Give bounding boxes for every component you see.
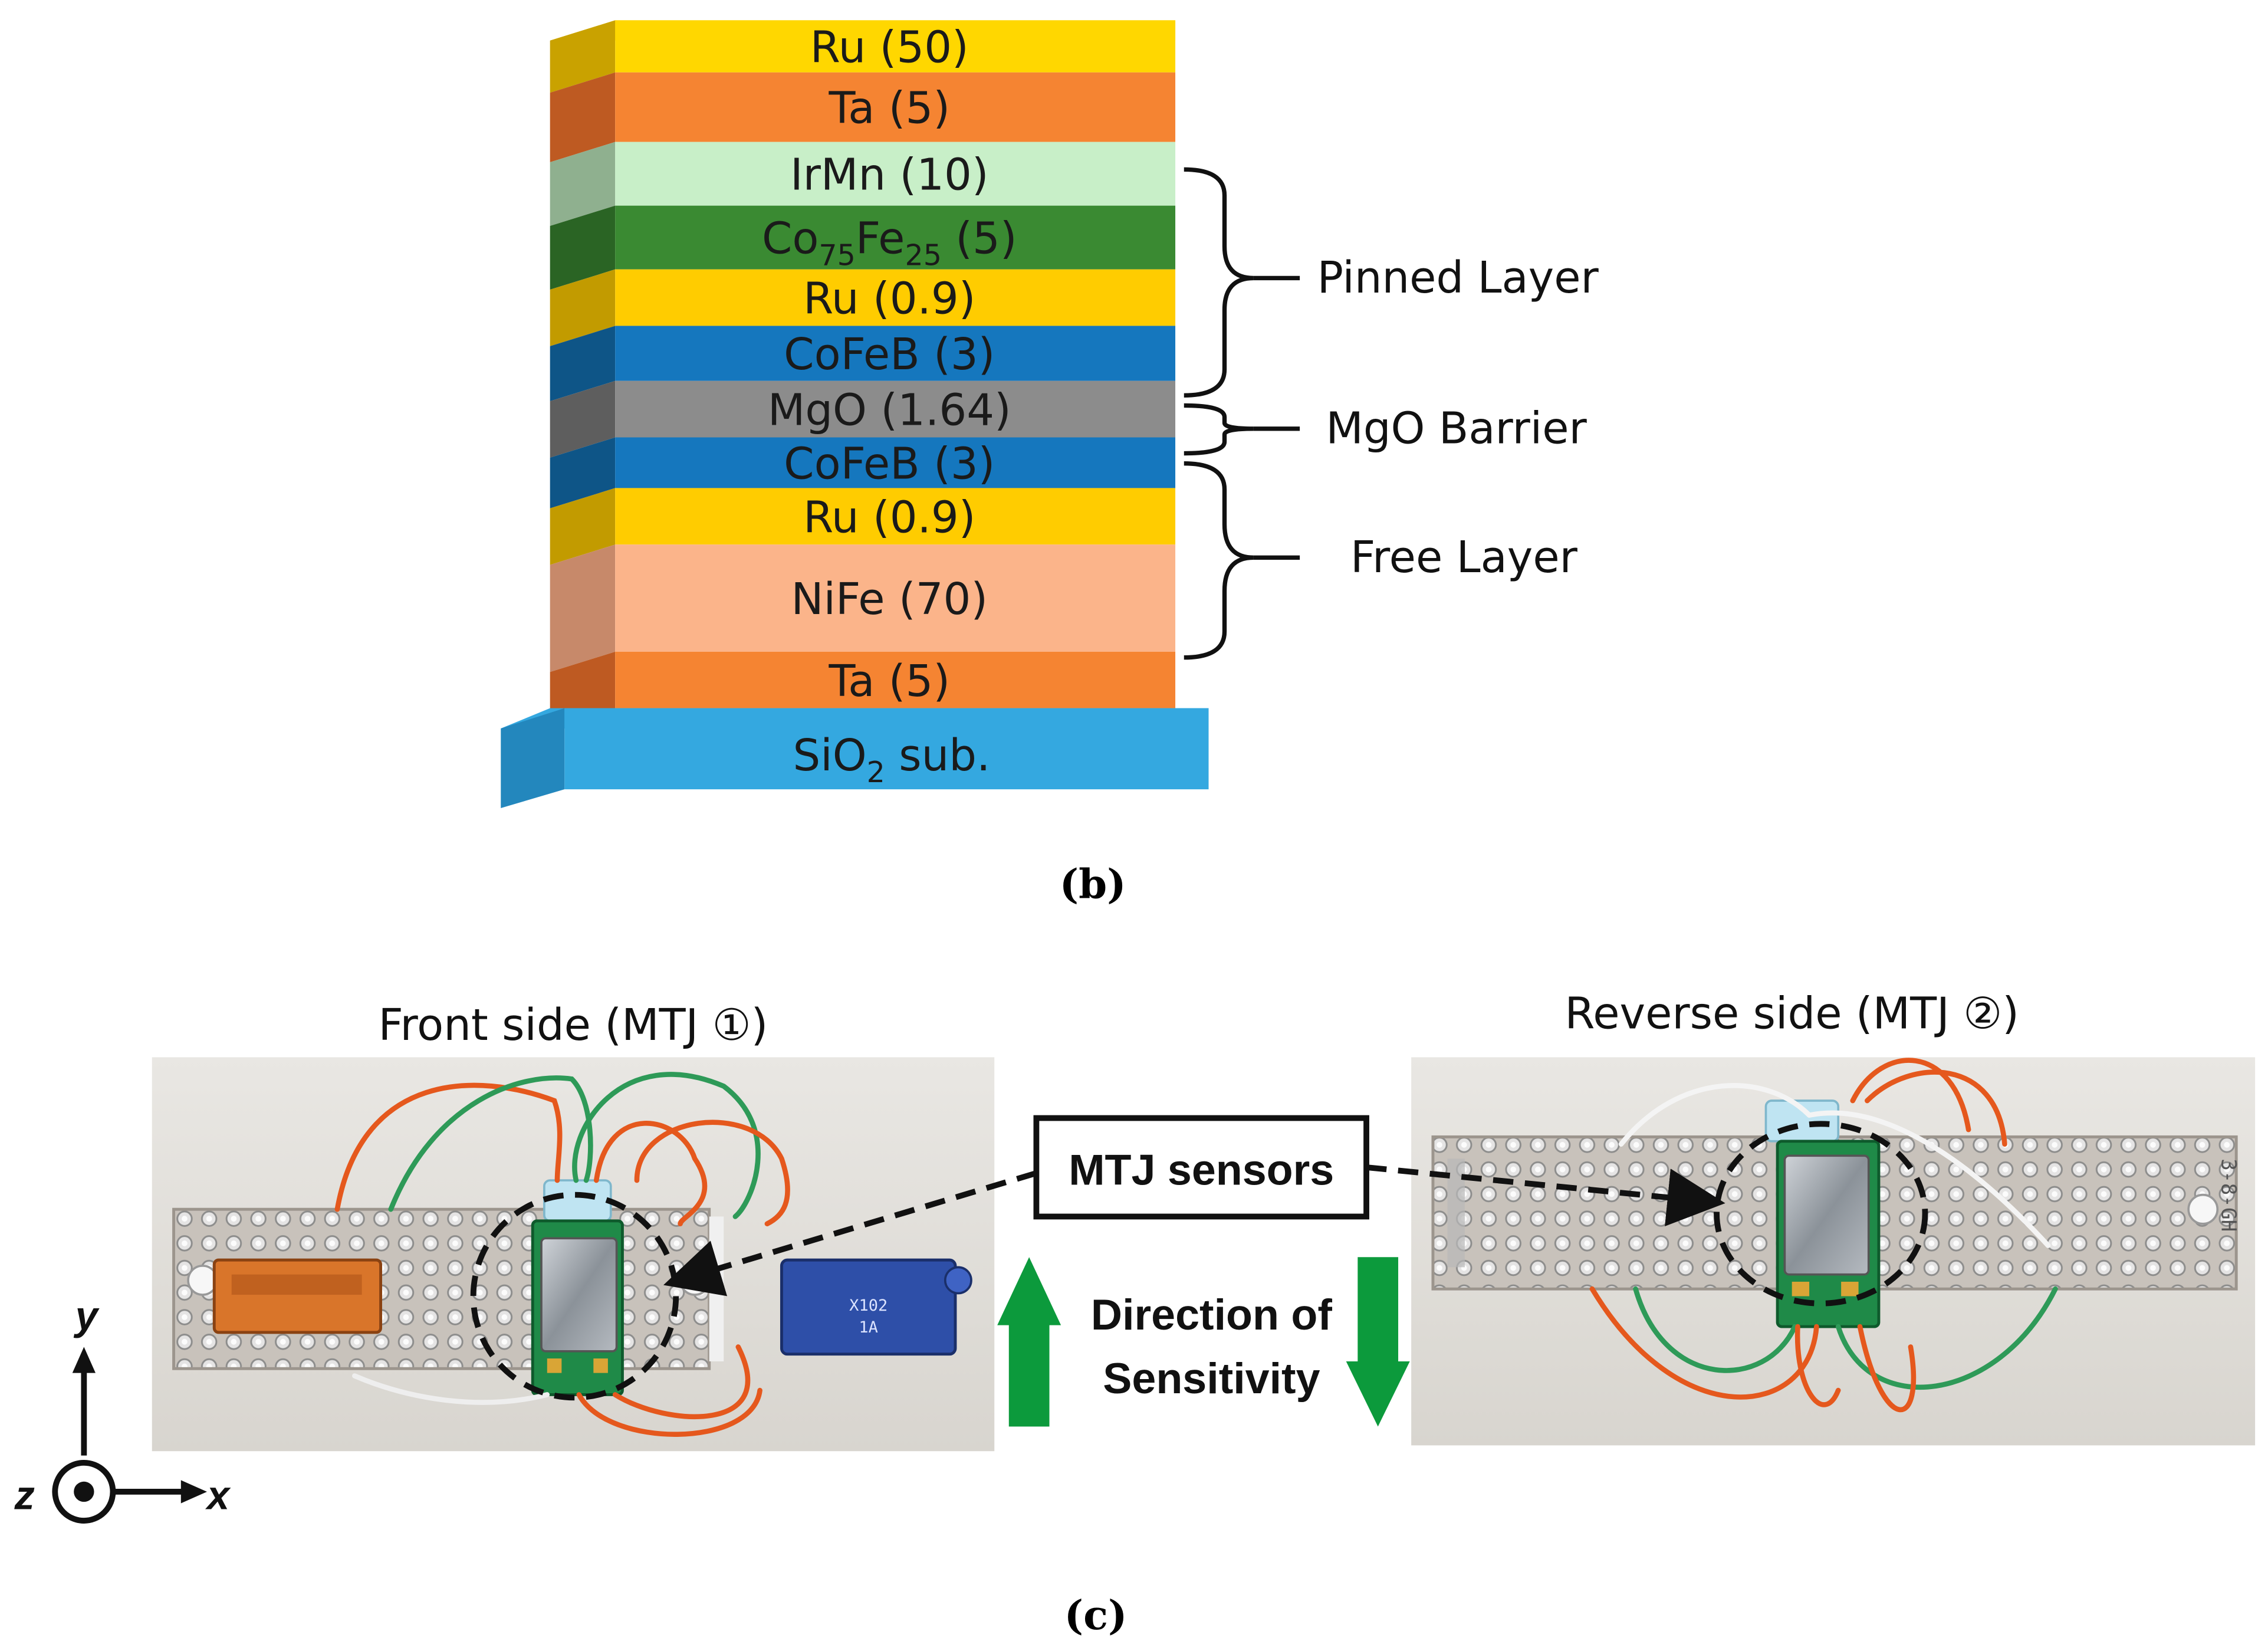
callout-arrow-reverse: [1366, 1164, 1725, 1226]
layer-label-6: MgO (1.64): [768, 386, 1011, 436]
front-side-title: Front side (MTJ ①): [379, 1000, 768, 1051]
layer-side-4: [550, 269, 616, 346]
layer-label-5: CoFeB (3): [784, 330, 995, 380]
layer-side-6: [550, 380, 616, 458]
mgo-barrier-label: MgO Barrier: [1326, 403, 1587, 454]
layer-7: [615, 437, 1176, 488]
y-axis-label: y: [74, 1293, 100, 1338]
layer-side-1: [550, 72, 616, 162]
mtj-sensors-label: MTJ sensors: [1069, 1145, 1334, 1194]
layer-side-0: [550, 20, 616, 93]
mgo-barrier-bracket: [1184, 403, 1300, 456]
layer-label-9: NiFe (70): [791, 575, 988, 625]
z-axis-label: z: [14, 1472, 35, 1518]
layer-4: [615, 269, 1176, 326]
layer-10: [615, 651, 1176, 708]
layer-side-2: [550, 142, 616, 227]
layer-label-4: Ru (0.9): [803, 274, 975, 324]
layer-label-0: Ru (50): [810, 23, 969, 73]
pinned-layer-bracket: [1184, 167, 1300, 398]
direction-label-line2: Sensitivity: [1103, 1354, 1320, 1403]
layer-5: [615, 326, 1176, 381]
chip-text-2: 1A: [859, 1318, 878, 1337]
up-arrow-icon: [997, 1257, 1061, 1427]
panel-c-label: (c): [1064, 1591, 1128, 1639]
panel-b-label: (b): [1060, 860, 1126, 908]
layer-label-7: CoFeB (3): [784, 439, 995, 489]
layer-label-8: Ru (0.9): [803, 493, 975, 543]
layer-9: [615, 544, 1176, 652]
layer-label-1: Ta (5): [829, 84, 951, 134]
layer-0: [615, 20, 1176, 73]
layer-side-5: [550, 326, 616, 402]
layer-side-3: [550, 205, 616, 290]
layer-2: [615, 142, 1176, 206]
substrate: [564, 708, 1209, 790]
free-layer-bracket: [1184, 461, 1300, 660]
layer-label-10: Ta (5): [829, 657, 951, 707]
layer-stack: Ru (50)Ta (5)IrMn (10)Co75Fe25 (5)Ru (0.…: [501, 20, 1209, 809]
mtj-sensors-callout-box: [1033, 1115, 1369, 1220]
x-arrow-icon: [180, 1480, 207, 1504]
layer-side-9: [550, 544, 616, 672]
substrate-label: SiO2 sub.: [793, 731, 991, 789]
reverse-side-photo: 3-8-GH: [1411, 1057, 2256, 1446]
chip-text-1: X102: [849, 1296, 888, 1315]
layer-8: [615, 488, 1176, 545]
layer-label-3: Co75Fe25 (5): [762, 214, 1017, 273]
pinned-layer-label: Pinned Layer: [1317, 253, 1599, 303]
layer-side-7: [550, 437, 616, 508]
down-arrow-icon: [1346, 1257, 1410, 1427]
x-axis-label: x: [205, 1472, 231, 1518]
free-layer-label: Free Layer: [1350, 533, 1578, 583]
layer-side-8: [550, 488, 616, 565]
direction-label-line1: Direction of: [1091, 1290, 1332, 1339]
y-arrow-icon: [72, 1347, 96, 1373]
layer-6: [615, 380, 1176, 438]
substrate-side: [501, 708, 565, 809]
axis-indicator: y x z: [14, 1293, 231, 1524]
layer-3: [615, 205, 1176, 270]
layer-label-2: IrMn (10): [790, 150, 989, 201]
layer-1: [615, 72, 1176, 142]
board-text: 3-8-GH: [2217, 1158, 2240, 1232]
reverse-side-title: Reverse side (MTJ ②): [1564, 989, 2019, 1039]
front-side-photo: X102 1A: [152, 1057, 995, 1452]
